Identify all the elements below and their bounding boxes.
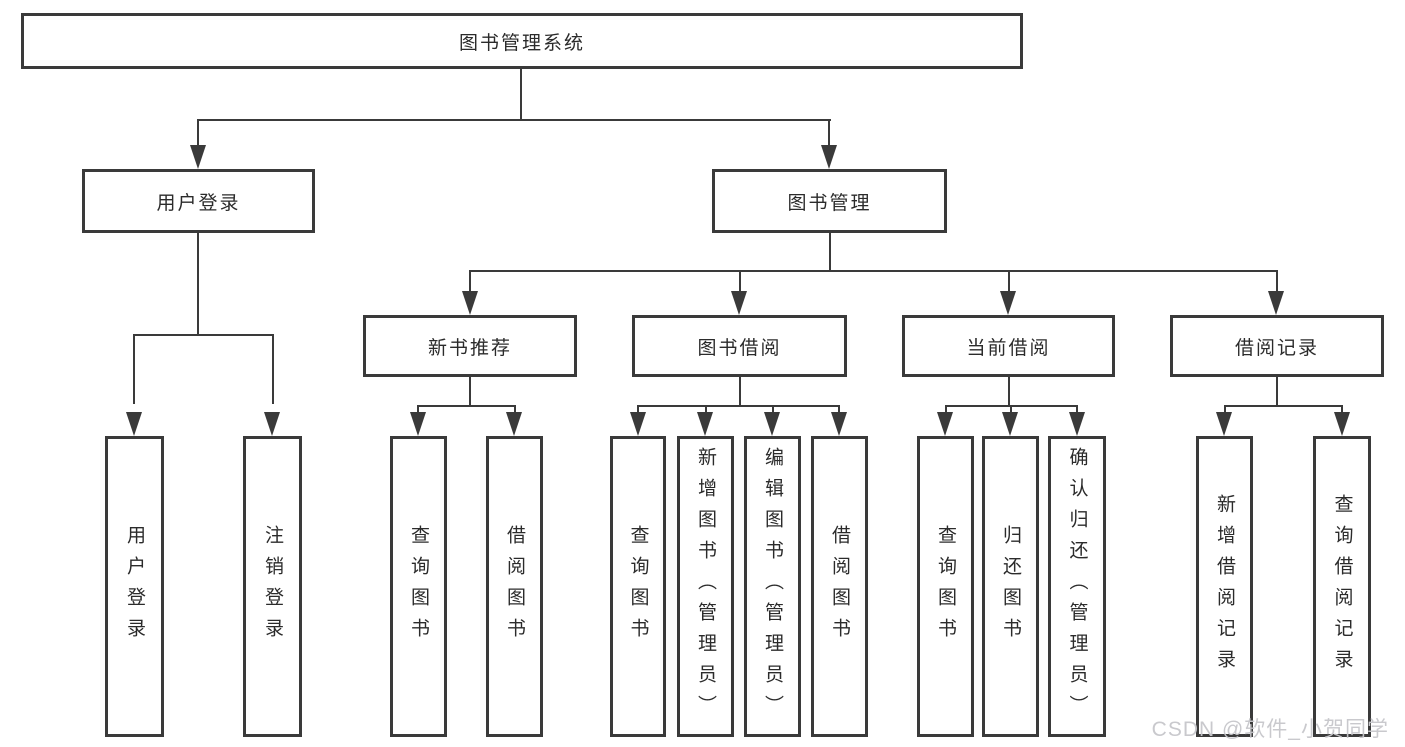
connector-line	[1341, 405, 1343, 415]
leaf-add-book-admin-label: 新增图书（管理员）	[695, 447, 716, 726]
node-borrowing-records-label: 借阅记录	[1234, 337, 1319, 359]
connector-arrow	[126, 412, 142, 436]
connector-line	[705, 405, 707, 415]
node-root-label: 图书管理系统	[458, 32, 585, 54]
connector-line	[469, 270, 471, 292]
leaf-confirm-return-admin: 确认归还（管理员）	[1048, 436, 1106, 737]
connector-arrow	[1268, 291, 1284, 315]
connector-line	[520, 69, 522, 121]
connector-arrow	[764, 412, 780, 436]
leaf-query-borrow-record-label: 查询借阅记录	[1331, 493, 1353, 680]
connector-arrow	[831, 412, 847, 436]
connector-line	[417, 405, 419, 415]
connector-line	[772, 405, 774, 415]
connector-arrow	[697, 412, 713, 436]
node-current-borrowing-label: 当前借阅	[966, 337, 1051, 359]
connector-arrow	[410, 412, 426, 436]
leaf-logout-label: 注销登录	[262, 524, 283, 649]
node-book-management-label: 图书管理	[787, 192, 872, 214]
leaf-query-books-recommend-label: 查询图书	[408, 524, 429, 649]
connector-line	[739, 377, 741, 407]
leaf-return-books-label: 归还图书	[1000, 524, 1021, 649]
leaf-user-login: 用户登录	[105, 436, 164, 737]
leaf-query-books-current-label: 查询图书	[935, 524, 956, 649]
node-root: 图书管理系统	[21, 13, 1023, 69]
connector-line	[514, 405, 516, 415]
connector-line	[272, 334, 274, 404]
connector-line	[1008, 270, 1010, 292]
csdn-watermark: CSDN @软件_小贺同学	[1151, 718, 1389, 741]
node-book-borrowing-label: 图书借阅	[697, 337, 782, 359]
connector-arrow	[264, 412, 280, 436]
connector-line	[838, 405, 840, 415]
connector-line	[1276, 270, 1278, 292]
leaf-return-books: 归还图书	[982, 436, 1039, 737]
connector-arrow	[1334, 412, 1350, 436]
leaf-add-borrow-record: 新增借阅记录	[1196, 436, 1253, 737]
leaf-logout: 注销登录	[243, 436, 302, 737]
leaf-edit-book-admin-label: 编辑图书（管理员）	[762, 447, 783, 726]
connector-arrow	[190, 145, 206, 169]
leaf-edit-book-admin: 编辑图书（管理员）	[744, 436, 801, 737]
leaf-borrow-books-borrowing: 借阅图书	[811, 436, 868, 737]
connector-arrow	[1002, 412, 1018, 436]
leaf-borrow-books-recommend: 借阅图书	[486, 436, 543, 737]
leaf-query-borrow-record: 查询借阅记录	[1313, 436, 1371, 737]
connector-line	[1076, 405, 1078, 415]
connector-line	[469, 377, 471, 407]
leaf-borrow-books-borrowing-label: 借阅图书	[829, 524, 850, 649]
connector-arrow	[462, 291, 478, 315]
connector-arrow	[1216, 412, 1232, 436]
node-new-book-recommend: 新书推荐	[363, 315, 577, 377]
leaf-user-login-label: 用户登录	[124, 524, 145, 649]
connector-line	[637, 405, 840, 407]
connector-arrow	[731, 291, 747, 315]
connector-line	[197, 119, 831, 121]
connector-line	[637, 405, 639, 415]
connector-line	[1010, 405, 1012, 415]
node-user-login-label: 用户登录	[156, 192, 241, 214]
connector-arrow	[821, 145, 837, 169]
leaf-borrow-books-recommend-label: 借阅图书	[504, 524, 525, 649]
connector-line	[470, 270, 1277, 272]
node-book-management: 图书管理	[712, 169, 947, 233]
connector-arrow	[506, 412, 522, 436]
connector-line	[739, 270, 741, 292]
connector-line	[828, 119, 830, 149]
connector-arrow	[937, 412, 953, 436]
leaf-add-book-admin: 新增图书（管理员）	[677, 436, 734, 737]
node-current-borrowing: 当前借阅	[902, 315, 1115, 377]
connector-line	[133, 334, 135, 404]
leaf-add-borrow-record-label: 新增借阅记录	[1214, 493, 1235, 680]
connector-line	[197, 119, 199, 149]
leaf-confirm-return-admin-label: 确认归还（管理员）	[1066, 447, 1088, 726]
connector-line	[1276, 377, 1278, 407]
connector-line	[418, 405, 515, 407]
connector-line	[945, 405, 947, 415]
connector-arrow	[1000, 291, 1016, 315]
leaf-query-books-borrowing-label: 查询图书	[627, 524, 649, 649]
leaf-query-books-recommend: 查询图书	[390, 436, 447, 737]
node-new-book-recommend-label: 新书推荐	[427, 337, 512, 359]
node-user-login: 用户登录	[82, 169, 315, 233]
leaf-query-books-current: 查询图书	[917, 436, 974, 737]
connector-line	[134, 334, 273, 336]
connector-line	[197, 233, 199, 336]
connector-arrow	[630, 412, 646, 436]
connector-line	[829, 233, 831, 272]
connector-line	[1224, 405, 1226, 415]
connector-line	[1224, 405, 1343, 407]
connector-line	[1008, 377, 1010, 407]
leaf-query-books-borrowing: 查询图书	[610, 436, 666, 737]
connector-arrow	[1069, 412, 1085, 436]
node-book-borrowing: 图书借阅	[632, 315, 847, 377]
node-borrowing-records: 借阅记录	[1170, 315, 1384, 377]
